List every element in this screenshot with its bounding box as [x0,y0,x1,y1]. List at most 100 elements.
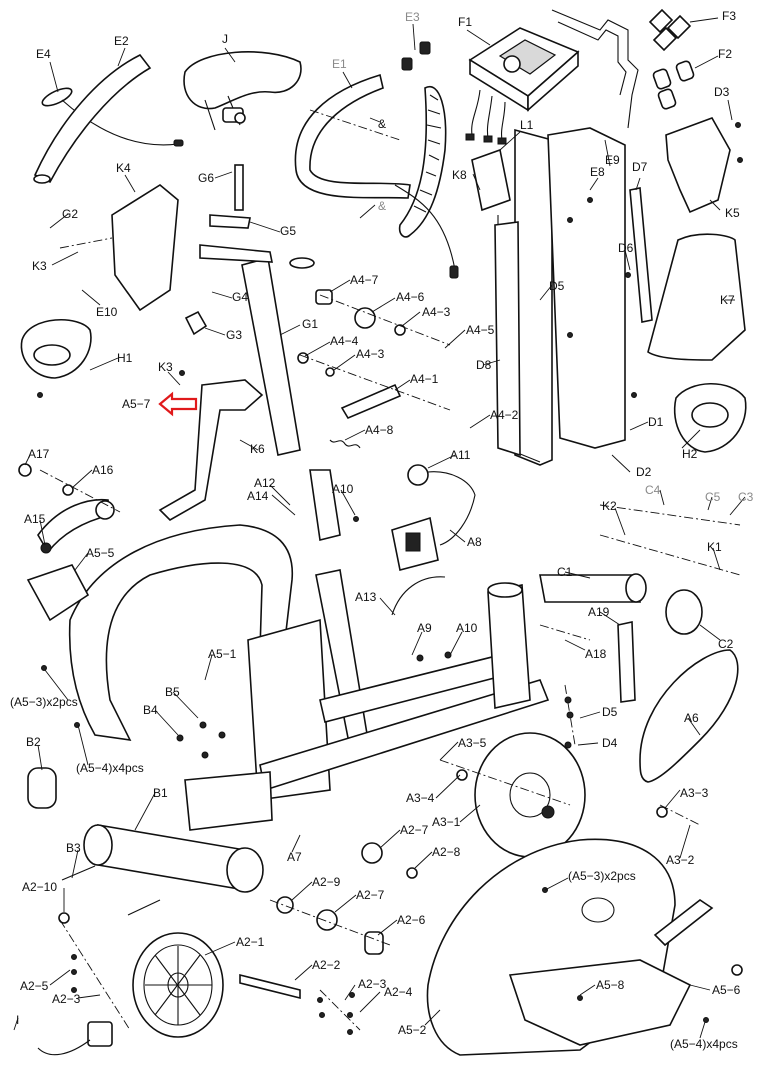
label-A2-7-lower: A2−7 [356,888,385,902]
seat-post-g1 [184,164,315,456]
label-G6: G6 [198,171,214,185]
label-H2: H2 [682,447,698,461]
belt-a6 [639,649,739,783]
rear-support-k6 [158,379,264,521]
highlight-arrow [158,391,198,417]
label-A2-2: A2−2 [312,958,341,972]
label-A12: A12 [254,476,276,490]
label-F3: F3 [722,9,736,23]
label-A17: A17 [28,447,50,461]
label-B4: B4 [143,703,158,717]
label-A2-1: A2−1 [236,935,265,949]
idler-c1-c2 [539,573,703,635]
crank-a15 [18,463,115,554]
label-E3: E3 [405,10,420,24]
label-K2: K2 [602,499,617,513]
label-D4: D4 [602,736,618,750]
console-f1 [465,27,580,145]
power-adapter-i [37,1021,113,1056]
label-A16: A16 [92,463,114,477]
label-A4-4: A4−4 [330,334,359,348]
label-J: J [222,32,228,46]
upright-tube-d5 [471,128,553,466]
handlebar-e1-e3 [294,41,459,279]
label-A4-3-upper: A4−3 [422,305,451,319]
label-G5: G5 [280,224,296,238]
label-K7: K7 [720,293,735,307]
side-plate-a5-6 [508,959,692,1046]
main-mast [547,127,626,449]
pedal-h1 [20,319,92,379]
right-crank [653,899,714,947]
label-A3-1: A3−1 [432,815,461,829]
label-F1: F1 [458,15,472,29]
side-plate-a5-5 [26,564,90,622]
fasteners [37,122,743,1035]
label-A2-7-upper: A2−7 [400,823,429,837]
label-D3: D3 [714,85,730,99]
label-K5: K5 [725,206,740,220]
label-K3-lower: K3 [158,360,173,374]
leader-lines [13,17,746,1039]
label-E8: E8 [590,165,605,179]
label-A6: A6 [684,711,699,725]
label-D5-upper: D5 [549,279,565,293]
label-C2: C2 [718,637,734,651]
label-K1: K1 [707,540,722,554]
label-B3: B3 [66,841,81,855]
pedal-h2 [673,382,747,453]
label-C4: C4 [645,483,661,497]
label-A2-10: A2−10 [22,880,57,894]
label-A13: A13 [355,590,377,604]
label-A2-4: A2−4 [384,985,413,999]
label-A5-5: A5−5 [86,546,115,560]
flywheel-a3 [456,732,668,858]
pulley-wheel-a2 [58,842,418,1038]
label-A5-8: A5−8 [596,978,625,992]
label-ampersand-2: & [378,199,386,213]
label-D6: D6 [618,241,634,255]
label-D7: D7 [632,160,648,174]
label-D2: D2 [636,465,652,479]
label-A4-1: A4−1 [410,372,439,386]
left-shroud-a5-5 [68,524,294,742]
label-C5: C5 [705,490,721,504]
label-D8: D8 [476,358,492,372]
label-A3-3: A3−3 [680,786,709,800]
label-C3: C3 [738,490,754,504]
tension-assembly-a4 [297,289,406,449]
label-E9: E9 [605,153,620,167]
upper-cover-k4 [111,184,179,312]
label-E1: E1 [332,57,347,71]
label-A10-lower: A10 [456,621,478,635]
label-A2-3-right: A2−3 [358,977,387,991]
label-A5-4-x4pcs-left: (A5−4)x4pcs [76,761,144,775]
label-A2-9: A2−9 [312,875,341,889]
console-bracket-wire [551,9,639,129]
label-A4-7: A4−7 [350,273,379,287]
handlebar-e2 [33,53,152,184]
label-D5-lower: D5 [602,705,618,719]
bracket-k5 [665,117,731,214]
label-A18: A18 [585,647,607,661]
label-B2: B2 [26,735,41,749]
label-A3-5: A3−5 [458,736,487,750]
label-K3-upper: K3 [32,259,47,273]
label-C1: C1 [557,565,573,579]
label-A4-3-lower: A4−3 [356,347,385,361]
label-A4-2: A4−2 [490,408,519,422]
label-A5-2: A5−2 [398,1023,427,1037]
part-drawings [13,8,747,1056]
label-A2-6: A2−6 [397,913,426,927]
label-E4: E4 [36,47,51,61]
strip-a19 [617,621,636,703]
label-A3-2: A3−2 [666,853,695,867]
label-A9: A9 [417,621,432,635]
label-I: I [16,1013,19,1027]
label-A4-6: A4−6 [396,290,425,304]
label-L1: L1 [520,118,534,132]
strip-d7 [629,187,653,323]
label-A2-8: A2−8 [432,845,461,859]
label-ampersand-1: & [378,117,386,131]
